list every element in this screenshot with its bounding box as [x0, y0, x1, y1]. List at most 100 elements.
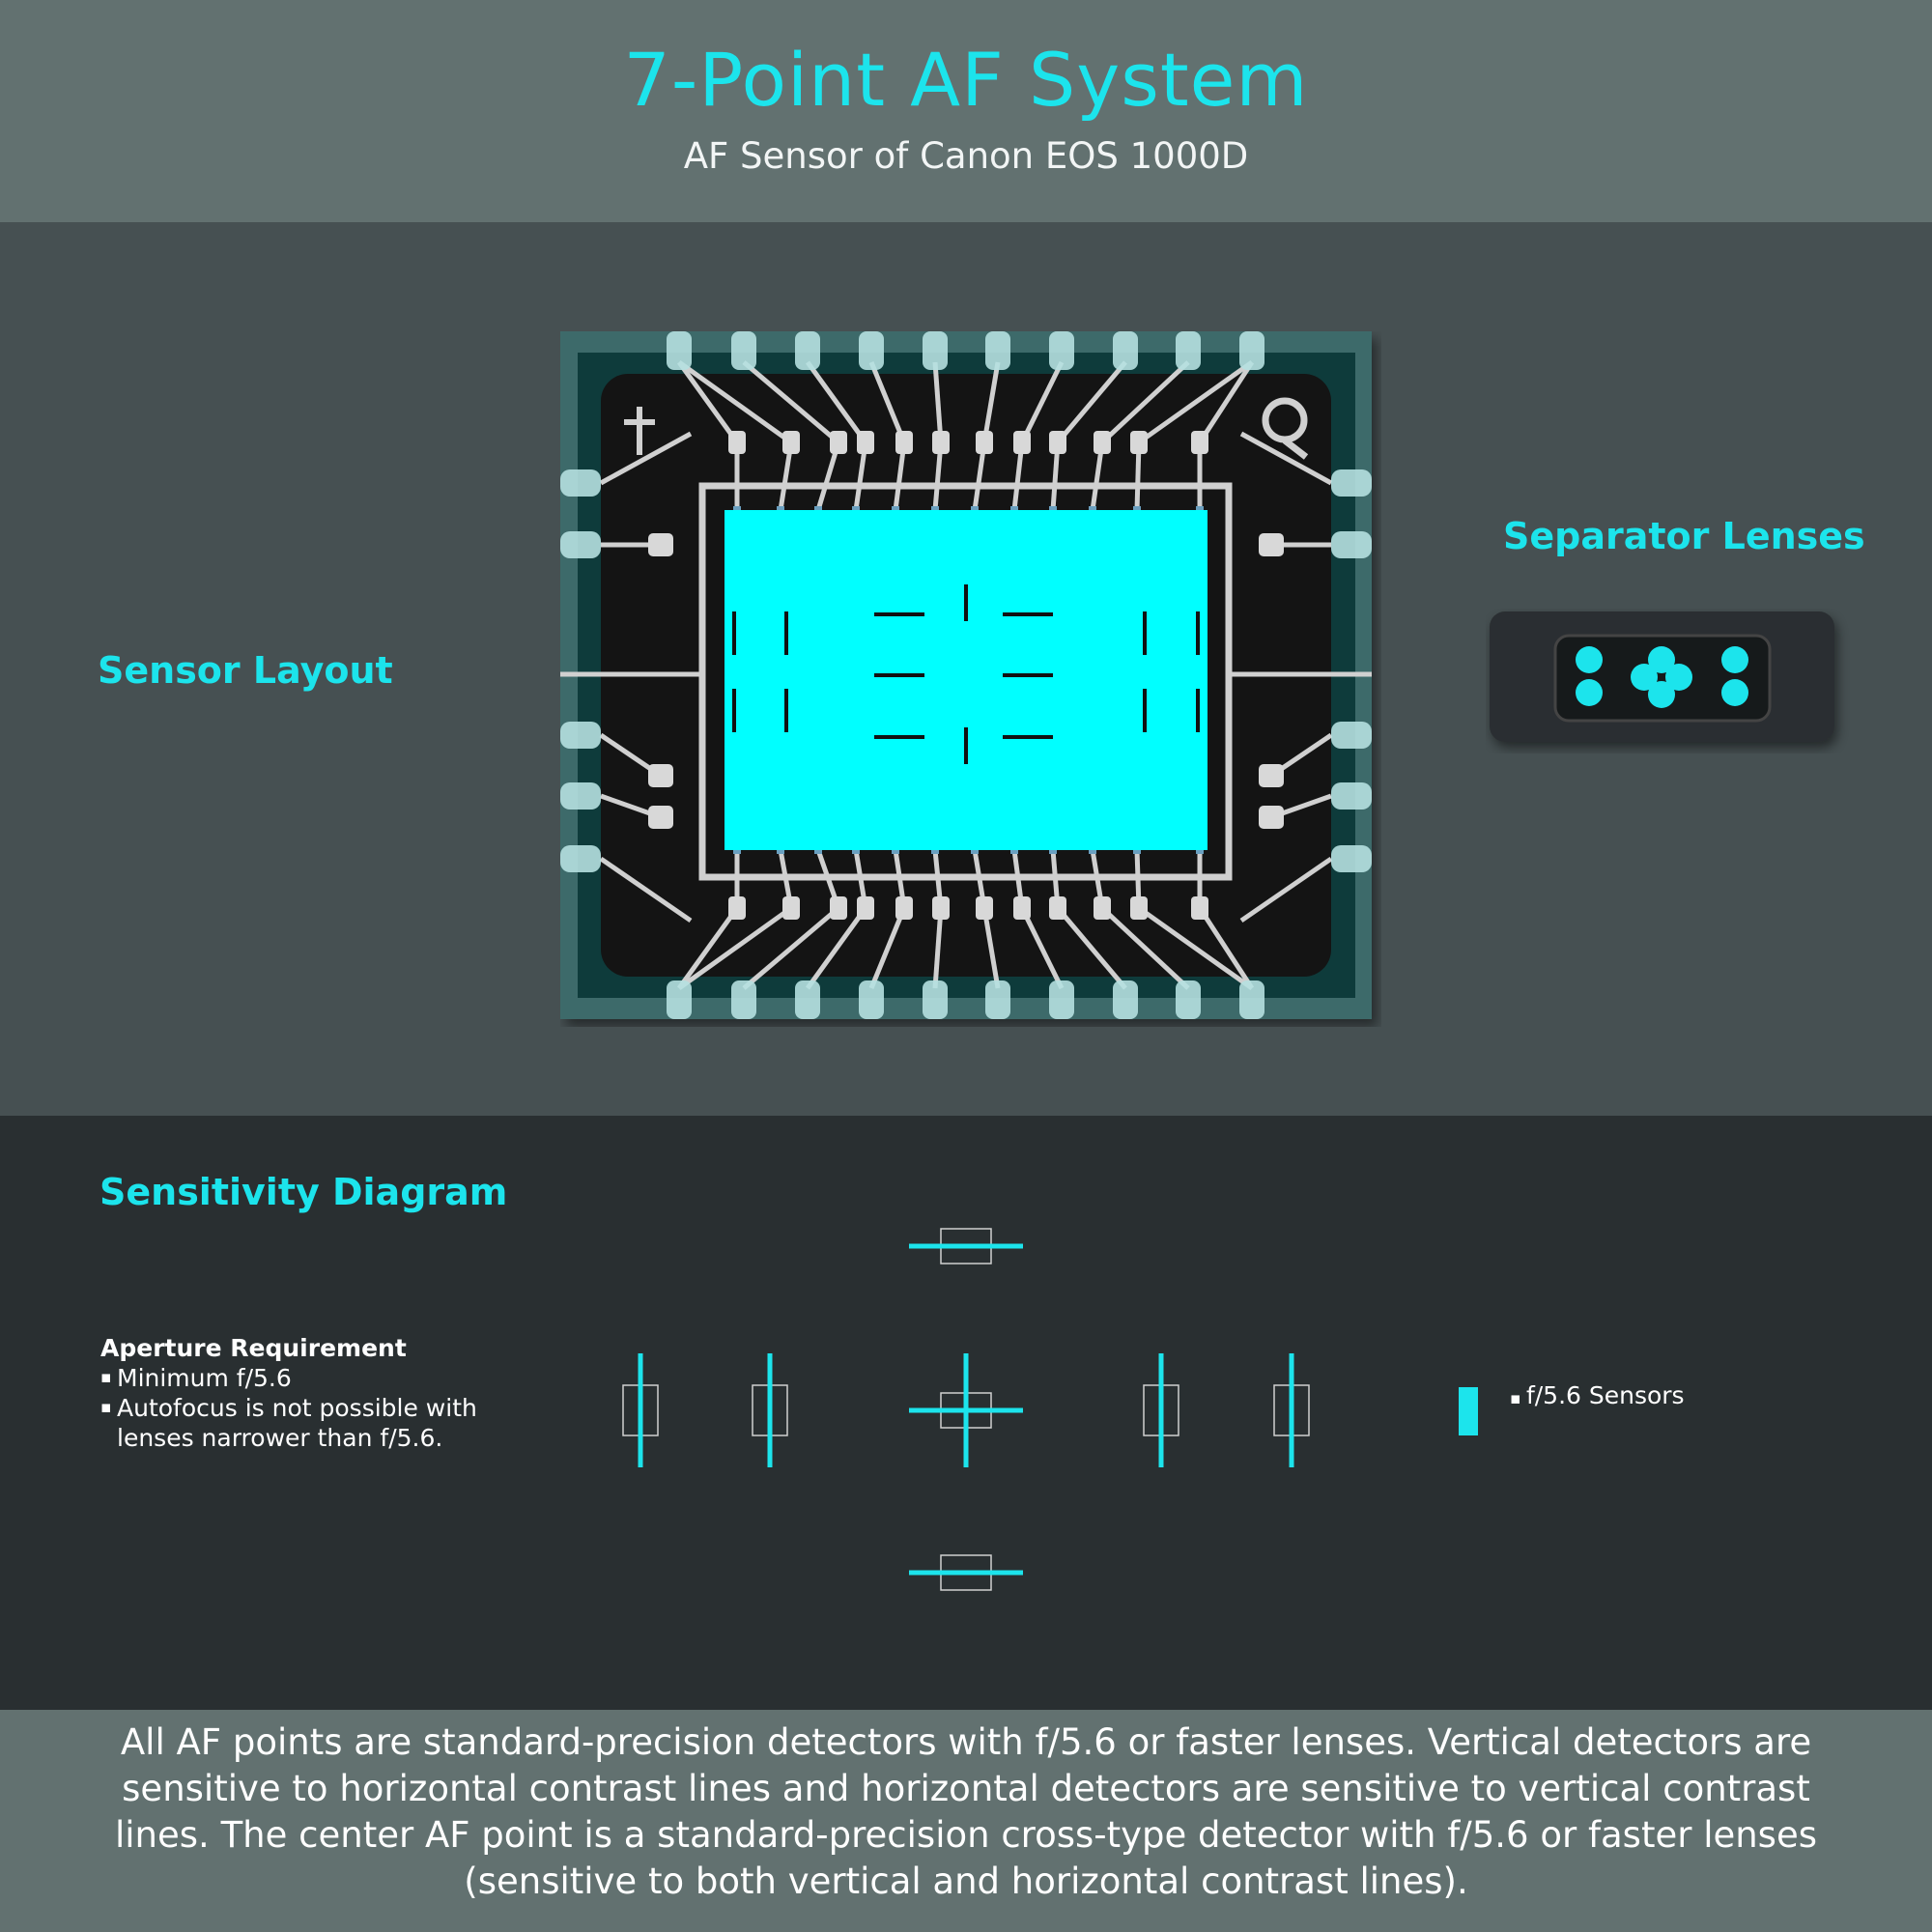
chip-wire — [868, 907, 907, 989]
af-point-bottom — [909, 1554, 1023, 1591]
chip-pin — [731, 980, 756, 1019]
chip-wire — [868, 361, 907, 443]
chip-pad — [895, 896, 913, 920]
af-point-center — [909, 1353, 1023, 1467]
chip-pad — [1094, 431, 1111, 454]
chip-wire — [1197, 360, 1255, 444]
chip-pin — [731, 331, 756, 370]
af-point-far-right — [1273, 1353, 1310, 1467]
chip-wire — [742, 360, 840, 444]
chip-pad — [1259, 533, 1284, 556]
chip-pad — [932, 431, 950, 454]
sensor-layout-label: Sensor Layout — [98, 649, 393, 692]
page-subtitle: AF Sensor of Canon EOS 1000D — [683, 135, 1249, 177]
aperture-item-continued: lenses narrower than f/5.6. — [117, 1424, 443, 1452]
sensitivity-diagram-label: Sensitivity Diagram — [99, 1171, 508, 1213]
af-point-marks — [732, 584, 1200, 764]
chip-pad — [976, 431, 993, 454]
chip-wire — [805, 360, 868, 444]
chip-wire — [805, 906, 868, 990]
chip-pin — [1331, 782, 1372, 810]
footer-description: All AF points are standard-precision det… — [115, 1721, 1817, 1902]
chip-pin — [1331, 722, 1372, 749]
chip-wire — [1056, 906, 1127, 990]
chip-pad — [1049, 896, 1066, 920]
chip-pad — [782, 431, 800, 454]
chip-pad — [648, 764, 673, 787]
chip-pad — [1130, 896, 1148, 920]
chip-wire — [1019, 906, 1065, 990]
chip-pin — [1113, 980, 1138, 1019]
chip-pad — [648, 533, 673, 556]
chip-pin — [1239, 331, 1264, 370]
chip-pin — [985, 980, 1010, 1019]
chip-pad — [1013, 431, 1031, 454]
chip-pin — [667, 331, 692, 370]
header-band — [0, 0, 1932, 222]
chip-pin — [985, 331, 1010, 370]
chip-pin — [1049, 980, 1074, 1019]
chip-pad — [1130, 431, 1148, 454]
chip-pin — [923, 331, 948, 370]
chip-pin — [1331, 469, 1372, 497]
chip-wire — [1239, 431, 1333, 486]
legend-swatch — [1459, 1387, 1478, 1435]
lens-circles — [1576, 646, 1748, 708]
aperture-heading: Aperture Requirement — [100, 1334, 407, 1362]
chip-pin — [1239, 980, 1264, 1019]
chip-pin — [923, 980, 948, 1019]
chip-wire — [981, 907, 1001, 989]
chip-pin — [859, 331, 884, 370]
footer-band — [0, 1710, 1932, 1932]
chip-pin — [1176, 331, 1201, 370]
legend-label: f/5.6 Sensors — [1510, 1381, 1685, 1409]
chip-pad — [1191, 896, 1208, 920]
chip-wire — [1137, 905, 1254, 991]
af-point-far-left — [622, 1353, 659, 1467]
af-sensor-chip — [560, 331, 1372, 1019]
chip-wire — [1137, 359, 1254, 445]
chip-pad — [1259, 764, 1284, 787]
chip-pad — [857, 896, 874, 920]
chip-pad — [830, 896, 847, 920]
chip-wire — [676, 906, 740, 990]
chip-wire — [932, 361, 944, 443]
af-point-top — [909, 1228, 1023, 1264]
aperture-requirement: Aperture Requirement Minimum f/5.6 Autof… — [100, 1333, 477, 1453]
chip-pin — [1331, 531, 1372, 558]
chip-pin — [795, 980, 820, 1019]
chip-pin — [560, 845, 601, 872]
chip-pad — [782, 896, 800, 920]
chip-wire — [1100, 360, 1190, 444]
chip-pad — [1259, 806, 1284, 829]
chip-pin — [560, 531, 601, 558]
af-point-left — [752, 1353, 788, 1467]
chip-wire — [1100, 906, 1190, 990]
plus-symbol-icon — [624, 407, 655, 455]
chip-pad — [1049, 431, 1066, 454]
chip-pad — [830, 431, 847, 454]
chip-pad — [976, 896, 993, 920]
chip-wire — [1239, 856, 1333, 923]
chip-pin — [795, 331, 820, 370]
chip-wire — [742, 906, 840, 990]
chip-wire — [981, 361, 1001, 443]
chip-wire — [1056, 360, 1127, 444]
chip-pad — [648, 806, 673, 829]
sensor-area — [724, 510, 1208, 850]
chip-pin — [1176, 980, 1201, 1019]
chip-pin — [1049, 331, 1074, 370]
chip-pad — [1013, 896, 1031, 920]
chip-pins — [560, 331, 1372, 1019]
chip-pin — [560, 722, 601, 749]
ring-symbol-icon — [1262, 397, 1309, 460]
sensor-frame — [698, 482, 1233, 881]
aperture-item: Minimum f/5.6 — [100, 1363, 477, 1393]
chip-pad — [1094, 896, 1111, 920]
chip-wire — [1197, 906, 1255, 990]
chip-pad — [932, 896, 950, 920]
chip-wire — [677, 905, 793, 991]
chip-wire — [599, 856, 693, 923]
separator-lenses-illustration — [1490, 611, 1834, 742]
chip-pad — [1191, 431, 1208, 454]
